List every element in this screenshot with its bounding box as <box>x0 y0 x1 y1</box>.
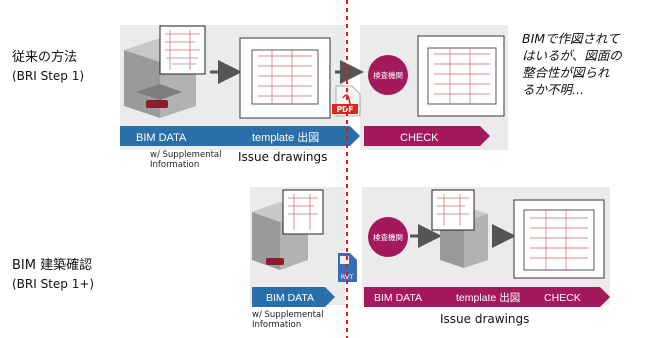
rvt-badge-text: RVT <box>341 273 354 281</box>
row1-issue-drawings: Issue drawings <box>238 150 328 164</box>
row1-check-stamp: 検査機関 <box>368 55 408 95</box>
row1-sketch-drawing-icon <box>159 25 206 75</box>
unclear-consistency-note: BIMで作図されて はいるが、図面の 整合性が図られ るか不明... <box>522 30 640 98</box>
row1-check-bar <box>364 126 490 146</box>
note-line-1: BIMで作図されて <box>522 31 620 46</box>
row1-bim-data-label: BIM DATA <box>136 132 187 144</box>
row1-bim-data-bar <box>120 126 360 146</box>
row1-label-en: (BRI Step 1) <box>12 69 85 83</box>
note-line-2: はいるが、図面の <box>522 48 622 63</box>
row2-bim-data-label: BIM DATA <box>266 292 314 304</box>
note-line-4: るか不明... <box>522 82 584 97</box>
row2-supplemental-line2: Information <box>252 320 302 330</box>
row1-check-stamp-text: 検査機関 <box>373 70 403 80</box>
row2-bim-data-bar <box>252 287 335 307</box>
note-line-3: 整合性が図られ <box>522 65 610 80</box>
row2-panel: RVT 検査機関 BIM DATA BIM DATA template 出図 C… <box>250 187 610 307</box>
row1-supplemental-line1: w/ Supplemental <box>150 150 222 160</box>
pdf-file-icon: PDF <box>332 85 361 117</box>
row2-sketch-drawing-icon <box>282 189 324 235</box>
row1-final-drawing-icon <box>417 35 505 117</box>
row2-check-bar <box>364 287 610 307</box>
row1-template-label: template 出図 <box>252 130 319 144</box>
row2-label-jp: BIM 建築確認 <box>12 258 93 273</box>
row2-check-stamp-text: 検査機関 <box>373 232 403 242</box>
row2-supplemental-line1: w/ Supplemental <box>252 310 324 320</box>
row1-panel: 検査機関 BIM DATA template 出図 CHECK PDF <box>120 25 508 150</box>
row2-template-label: template 出図 <box>456 291 520 304</box>
row1-issued-drawing-icon <box>239 37 331 119</box>
row2-model-icon <box>431 189 488 268</box>
row1-supplemental-line2: Information <box>150 160 200 170</box>
pdf-badge-text: PDF <box>337 105 354 114</box>
row2-check-label: CHECK <box>544 292 581 304</box>
row2-bim-data-segment-label: BIM DATA <box>374 292 422 304</box>
row1-check-label: CHECK <box>400 132 439 144</box>
row1-label-jp: 従来の方法 <box>12 50 78 65</box>
row2-label-en: (BRI Step 1+) <box>12 277 95 291</box>
row2-issued-drawing-icon <box>513 199 605 279</box>
row2-check-stamp: 検査機関 <box>368 217 408 257</box>
row2-issue-drawings: Issue drawings <box>440 312 530 326</box>
